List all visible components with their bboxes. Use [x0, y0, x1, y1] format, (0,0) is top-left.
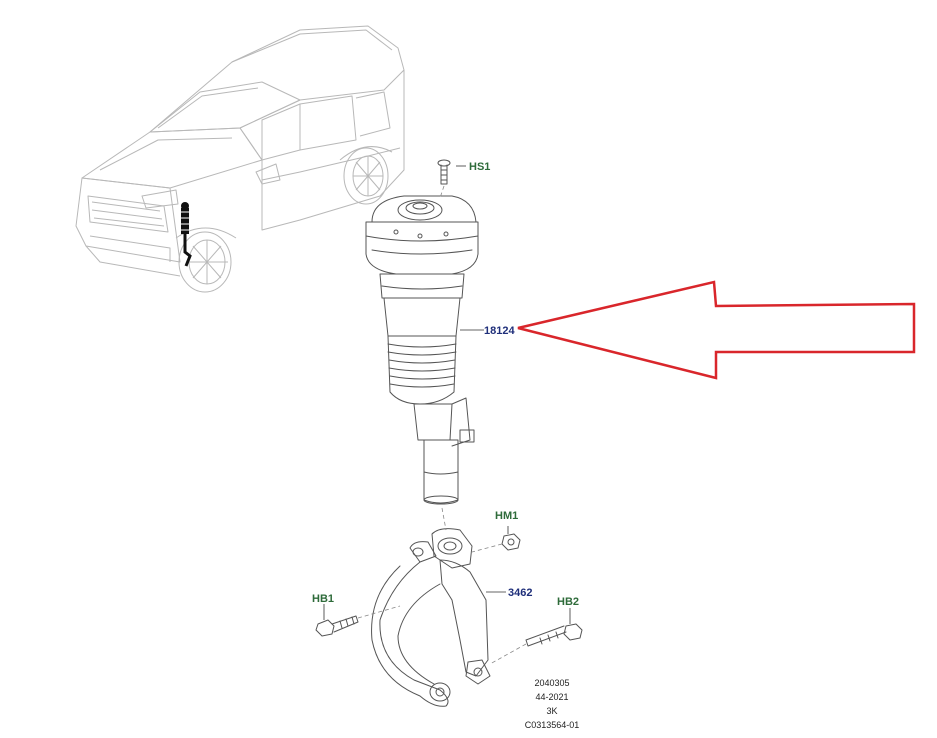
- red-pointer-arrow-icon: [517, 280, 916, 380]
- ref-line-4: C0313564-01: [525, 720, 580, 730]
- hb1-bolt-icon: [315, 615, 359, 637]
- air-strut-icon: [365, 195, 479, 505]
- knuckle-icon: [371, 528, 491, 707]
- hb2-label: HB2: [557, 596, 579, 608]
- strut-knuckle-axis-line: [441, 507, 447, 531]
- ref-line-2: 44-2021: [535, 692, 568, 702]
- hb1-label: HB1: [312, 593, 334, 605]
- hs1-axis-line: [439, 185, 445, 199]
- hb2-bolt-icon: [525, 623, 583, 647]
- part-3462-label: 3462: [508, 587, 532, 599]
- part-18124-label: 18124: [484, 325, 515, 337]
- ref-line-3: 3K: [546, 706, 557, 716]
- reference-block: 2040305 44-2021 3K C0313564-01: [525, 678, 580, 730]
- hb2-axis-line: [489, 643, 527, 665]
- highlight-marker: [180, 202, 192, 267]
- hs1-screw-icon: [437, 159, 451, 185]
- hm1-nut-icon: [501, 533, 521, 551]
- vehicle-outline-icon: [75, 25, 405, 293]
- ref-line-1: 2040305: [534, 678, 569, 688]
- hm1-axis-line: [471, 543, 503, 553]
- hm1-label: HM1: [495, 510, 518, 522]
- hb1-axis-line: [357, 605, 401, 619]
- hs1-label: HS1: [469, 161, 490, 173]
